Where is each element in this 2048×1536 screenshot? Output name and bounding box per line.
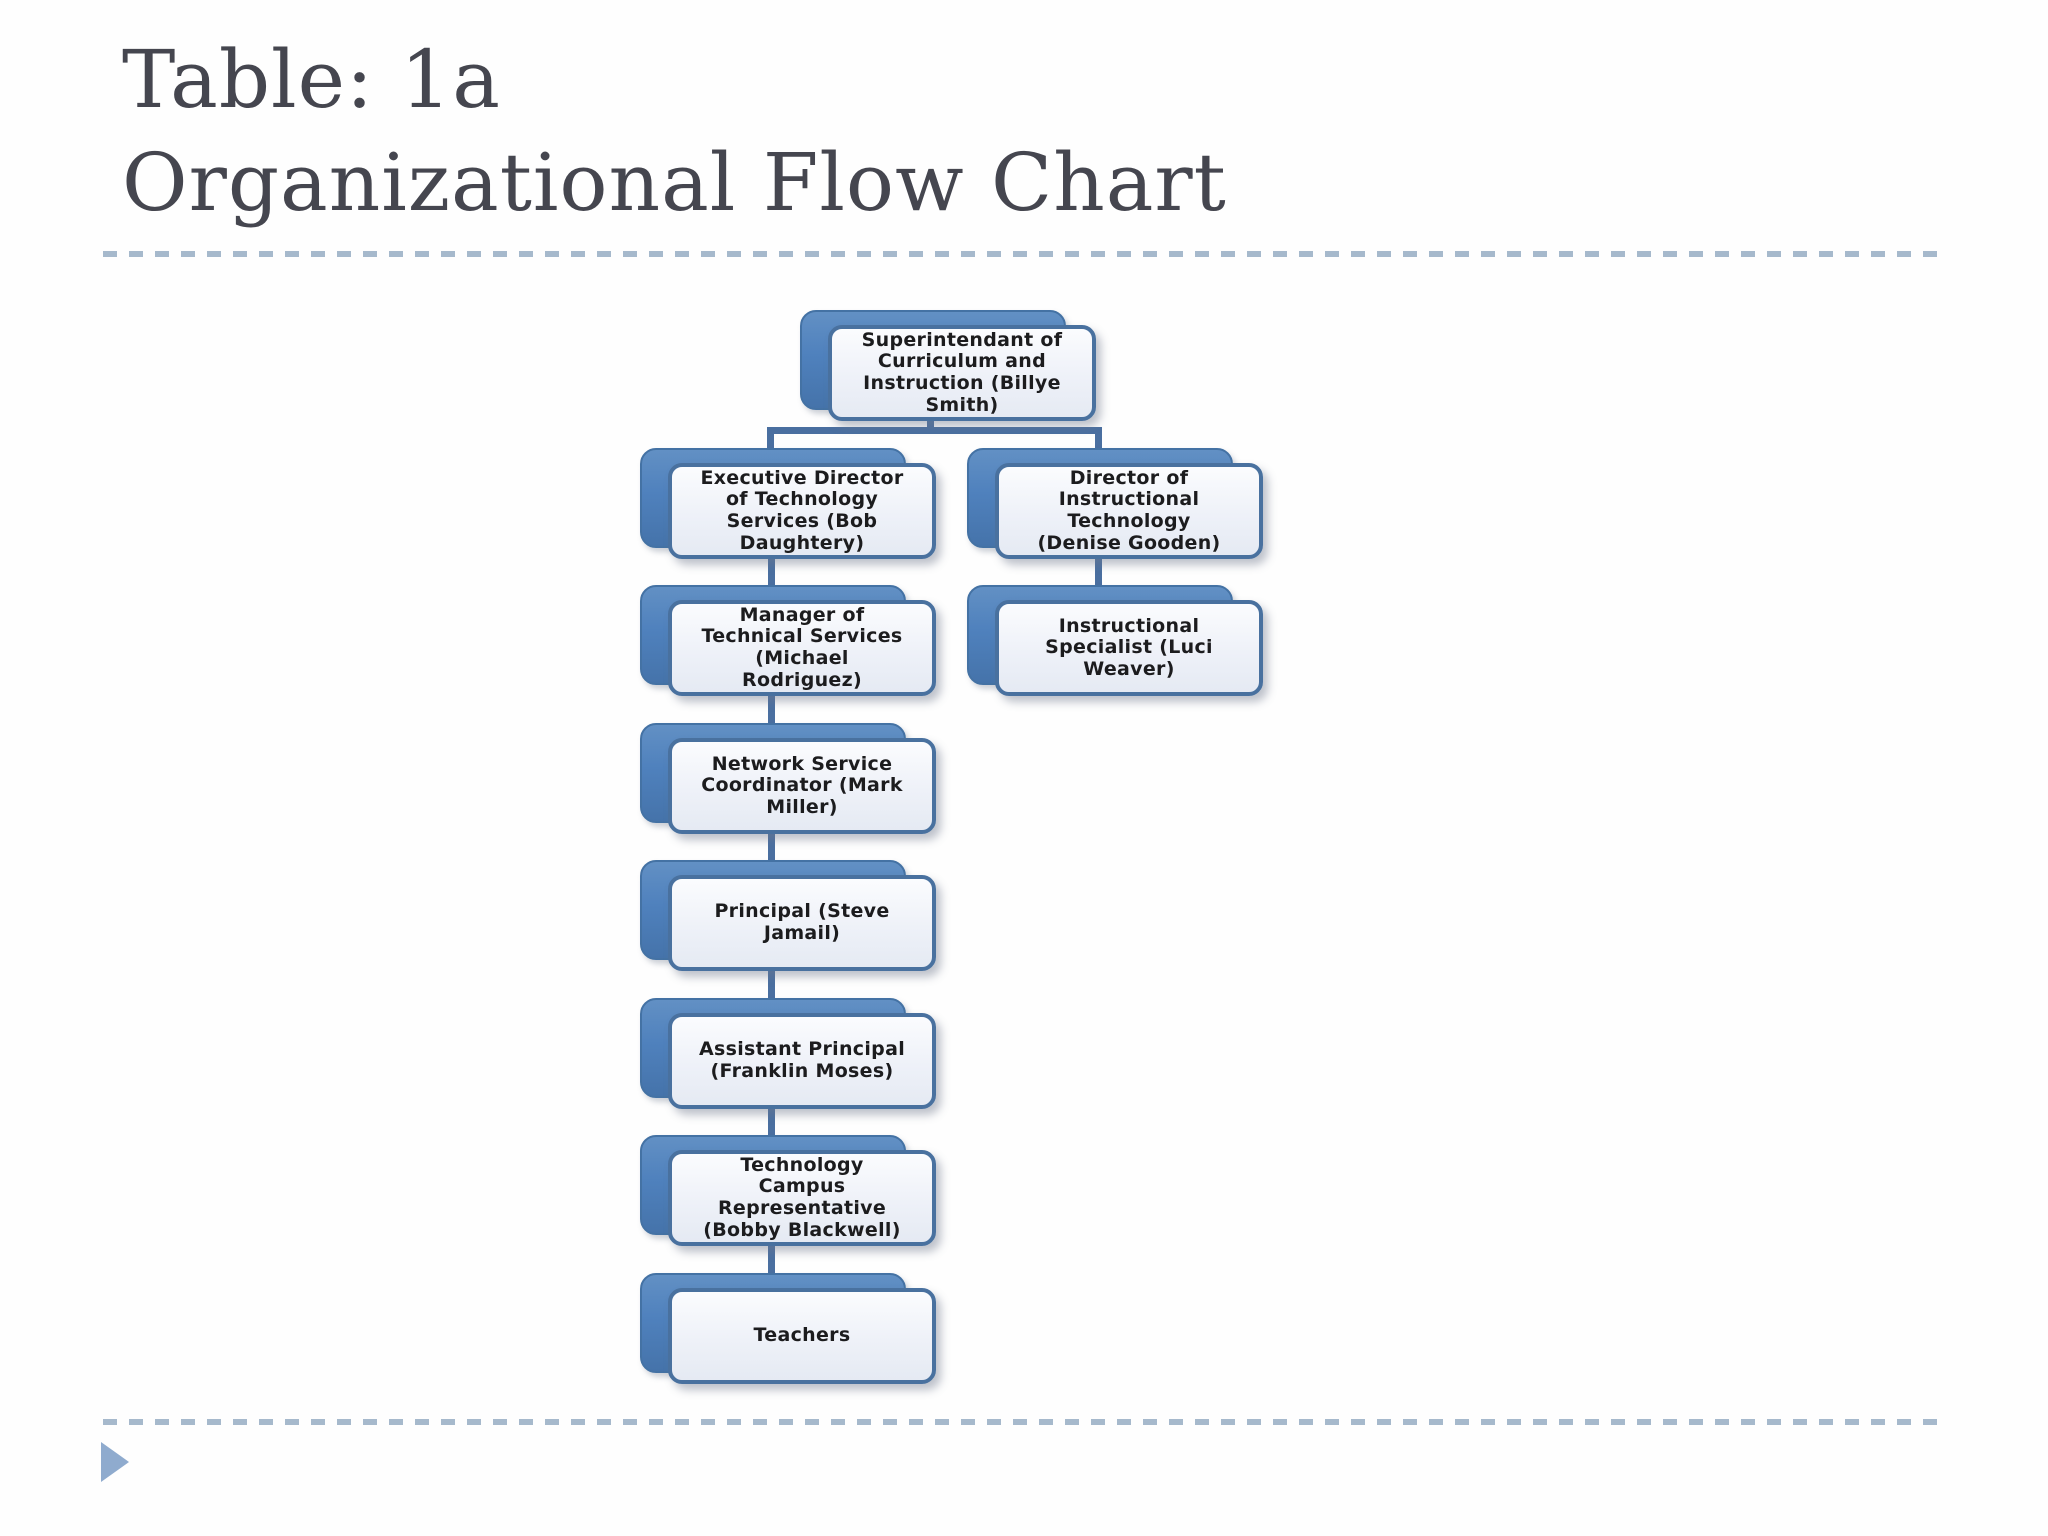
org-node-superintendent: Superintendant of Curriculum and Instruc… <box>800 310 1100 430</box>
org-node-label: Principal (Steve Jamail) <box>714 900 890 944</box>
node-face: Assistant Principal (Franklin Moses) <box>668 1013 936 1109</box>
org-node-label: Director of Instructional Technology (De… <box>1037 466 1221 554</box>
connector-drop-left <box>767 427 774 455</box>
node-face: Network Service Coordinator (Mark Miller… <box>668 738 936 834</box>
org-node-label: Manager of Technical Services (Michael R… <box>701 603 903 691</box>
node-face: Director of Instructional Technology (De… <box>995 463 1263 559</box>
org-node-label: Executive Director of Technology Service… <box>700 466 904 554</box>
node-face: Executive Director of Technology Service… <box>668 463 936 559</box>
org-node-network-service-coordinator: Network Service Coordinator (Mark Miller… <box>640 723 940 843</box>
connector-assistant-to-techrep <box>768 1103 775 1141</box>
org-node-director-instructional-tech: Director of Instructional Technology (De… <box>967 448 1267 568</box>
node-face: Instructional Specialist (Luci Weaver) <box>995 600 1263 696</box>
connector-superintendent-down <box>927 416 934 434</box>
node-face: Technology Campus Representative (Bobby … <box>668 1150 936 1246</box>
title-divider-dashed-line <box>103 251 1945 257</box>
node-face: Principal (Steve Jamail) <box>668 875 936 971</box>
connector-principal-to-assistant <box>768 965 775 1004</box>
org-node-assistant-principal: Assistant Principal (Franklin Moses) <box>640 998 940 1118</box>
org-node-principal: Principal (Steve Jamail) <box>640 860 940 980</box>
org-node-label: Instructional Specialist (Luci Weaver) <box>1045 614 1213 680</box>
connector-techrep-to-teachers <box>768 1240 775 1279</box>
title-line-2: Organizational Flow Chart <box>122 136 1227 229</box>
org-node-exec-director-tech-services: Executive Director of Technology Service… <box>640 448 940 568</box>
org-node-label: Assistant Principal (Franklin Moses) <box>698 1038 906 1082</box>
org-node-label: Teachers <box>753 1324 851 1347</box>
connector-network-to-principal <box>768 828 775 866</box>
connector-manager-to-network <box>768 690 775 729</box>
org-node-technology-campus-rep: Technology Campus Representative (Bobby … <box>640 1135 940 1255</box>
org-node-label: Network Service Coordinator (Mark Miller… <box>701 752 903 818</box>
play-triangle-icon <box>101 1442 129 1482</box>
footer-divider-dashed-line <box>103 1419 1945 1425</box>
connector-horizontal-bar <box>767 427 1102 434</box>
org-node-manager-technical-services: Manager of Technical Services (Michael R… <box>640 585 940 705</box>
node-face: Manager of Technical Services (Michael R… <box>668 600 936 696</box>
connector-director-to-specialist <box>1095 553 1102 591</box>
slide-title: Table: 1a Organizational Flow Chart <box>122 28 1227 234</box>
org-node-label: Superintendant of Curriculum and Instruc… <box>861 328 1063 416</box>
org-node-label: Technology Campus Representative (Bobby … <box>703 1153 901 1241</box>
org-node-instructional-specialist: Instructional Specialist (Luci Weaver) <box>967 585 1267 705</box>
connector-exec-to-manager <box>768 553 775 591</box>
node-face: Superintendant of Curriculum and Instruc… <box>828 325 1096 421</box>
connector-drop-right <box>1095 427 1102 455</box>
title-line-1: Table: 1a <box>122 33 501 126</box>
org-node-teachers: Teachers <box>640 1273 940 1393</box>
node-face: Teachers <box>668 1288 936 1384</box>
